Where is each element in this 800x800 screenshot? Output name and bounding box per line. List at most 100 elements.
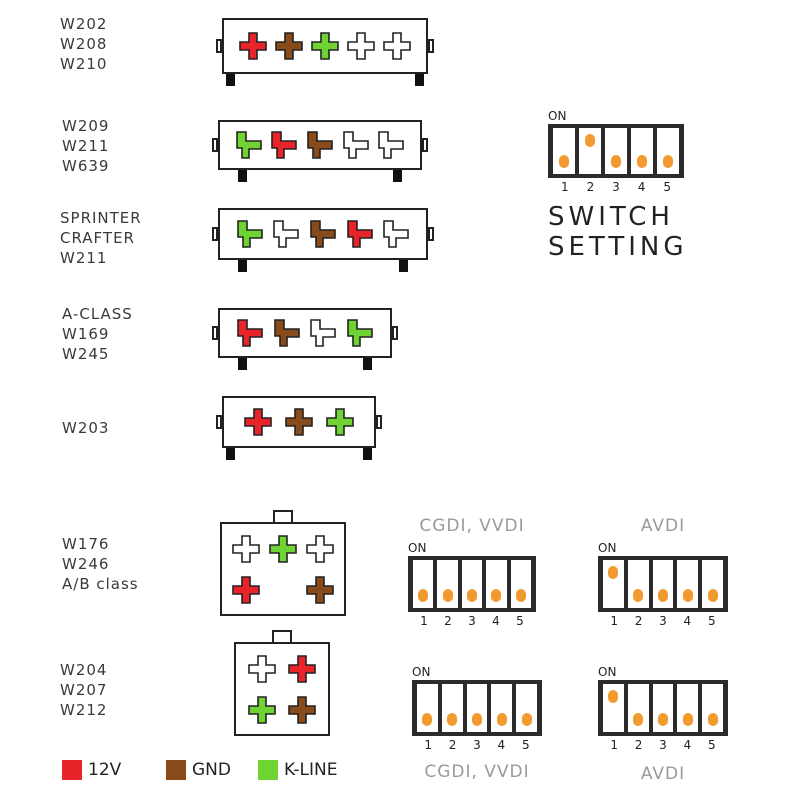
switch-body: [412, 680, 542, 736]
switch-slot: [516, 684, 537, 732]
connector-ear: [212, 326, 218, 340]
switch-slot: [553, 128, 575, 174]
switch-number: 4: [497, 738, 506, 752]
green-plus-pin-icon: [311, 32, 339, 60]
pin-row: [220, 310, 390, 356]
switch-body: [598, 680, 728, 736]
switch-knob-off: [515, 589, 526, 602]
switch-knob-off: [442, 589, 453, 602]
red-tee-pin-icon: [236, 319, 263, 347]
switch-number: 2: [448, 738, 457, 752]
switch-knob-off: [657, 589, 668, 602]
label-c5: W203: [62, 419, 110, 437]
switch-number: 5: [707, 738, 716, 752]
switch-knob-off: [611, 155, 621, 168]
connector-ear: [212, 138, 218, 152]
white-plus-pin-icon: [305, 534, 334, 563]
connector-foot: [363, 448, 372, 460]
dip-title-avdi-bottom: AVDI: [640, 764, 686, 784]
switch-number: 4: [492, 614, 500, 628]
switch-knob-off: [657, 713, 668, 726]
pin-grid: [242, 648, 322, 730]
connector-foot: [238, 260, 247, 272]
connector-ear: [212, 227, 218, 241]
green-plus-pin-icon: [269, 534, 297, 563]
white-tee-pin-icon: [383, 220, 410, 248]
green-tee-pin-icon: [347, 319, 373, 347]
switch-knob-off: [663, 155, 673, 168]
switch-slot: [631, 128, 653, 174]
switch-knob-off: [496, 713, 507, 726]
switch-number: 4: [683, 738, 692, 752]
switch-number: 2: [634, 738, 643, 752]
switch-number: 1: [424, 738, 433, 752]
switch-number: 2: [634, 614, 643, 628]
green-plus-pin-icon: [248, 695, 276, 724]
on-label: ON: [598, 665, 617, 679]
on-label: ON: [548, 109, 567, 123]
brown-tee-pin-icon: [307, 131, 333, 159]
switch-knob-off: [422, 713, 433, 726]
label-c3: SPRINTER CRAFTER W211: [60, 209, 142, 267]
white-plus-pin-icon: [347, 32, 375, 60]
switch-slot: [461, 560, 483, 608]
brown-tee-pin-icon: [273, 319, 300, 347]
connector-c7: [234, 630, 330, 736]
label-c4: A-CLASS W169 W245: [62, 305, 133, 363]
white-plus-pin-icon: [232, 534, 261, 563]
switch-knob-off: [682, 589, 693, 602]
connector-ear: [428, 39, 434, 53]
red-plus-pin-icon: [232, 575, 261, 604]
switch-number: 2: [444, 614, 452, 628]
switch-knob-on: [608, 690, 619, 703]
switch-knob-off: [467, 589, 478, 602]
switch-setting-title: SWITCH SETTING: [548, 202, 688, 262]
pin-row: [224, 20, 426, 72]
connector-foot: [226, 448, 235, 460]
switch-body: [408, 556, 536, 612]
switch-slot: [652, 684, 674, 732]
switch-number: 2: [586, 180, 595, 194]
brown-plus-pin-icon: [285, 408, 313, 436]
switch-number: 3: [473, 738, 481, 752]
switch-slot: [627, 684, 649, 732]
connector-foot: [238, 358, 247, 370]
switch-number: 1: [610, 614, 619, 628]
switch-number: 5: [516, 614, 524, 628]
switch-slot: [657, 128, 679, 174]
red-plus-pin-icon: [239, 32, 267, 60]
switch-slot: [437, 560, 458, 608]
switch-knob-on: [608, 566, 619, 579]
brown-plus-pin-icon: [305, 575, 334, 604]
connector-tab: [272, 630, 292, 642]
legend-swatch-red: [62, 760, 82, 780]
connector-foot: [363, 358, 372, 370]
switch-slot: [702, 684, 723, 732]
legend-12v: 12V: [62, 760, 121, 780]
switch-knob-off: [707, 589, 718, 602]
switch-knob-off: [447, 713, 458, 726]
label-c2: W209 W211 W639: [62, 117, 110, 175]
brown-plus-pin-icon: [275, 32, 303, 60]
pin-row: [224, 398, 374, 446]
connector-foot: [238, 170, 247, 182]
switch-knob-off: [682, 713, 693, 726]
connector-ear: [392, 326, 398, 340]
red-tee-pin-icon: [346, 220, 373, 248]
switch-slot: [702, 560, 723, 608]
connector-ear: [428, 227, 434, 241]
switch-slot: [627, 560, 649, 608]
connector-foot: [399, 260, 408, 272]
switch-slot: [677, 560, 699, 608]
connector-c4: [212, 308, 398, 370]
pin-row: [220, 210, 426, 258]
red-plus-pin-icon: [288, 654, 316, 683]
